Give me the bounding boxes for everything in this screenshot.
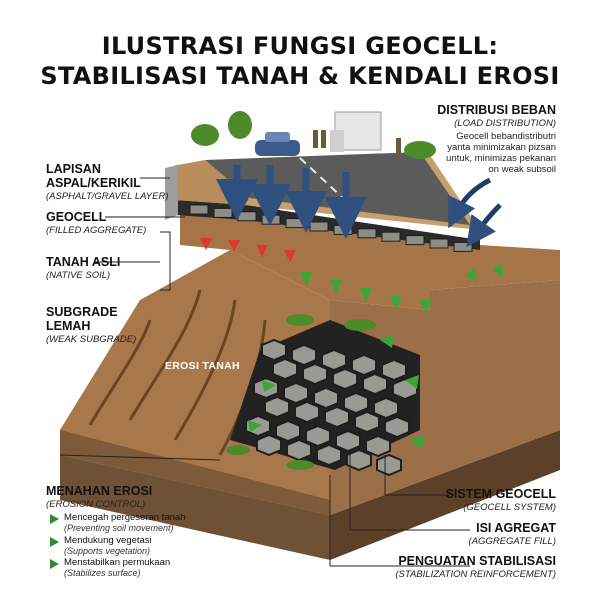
geocell-cell (365, 434, 391, 458)
aggregate-fill-label: ISI AGREGAT (476, 521, 556, 535)
geocell-block (357, 228, 377, 239)
geocell-cell (343, 391, 369, 415)
native-soil-label: TANAH ASLI (46, 255, 121, 269)
geocell-cell (302, 362, 328, 386)
stabilization-sublabel: (STABILIZATION REINFORCEMENT) (395, 569, 556, 580)
geocell-cell (332, 367, 358, 391)
geocell-cell (335, 429, 361, 453)
erosion-item-1-en: (Preventing soil movement) (64, 523, 174, 533)
stabilization-label: PENGUATAN STABILISASI (398, 554, 556, 568)
native-soil-top (180, 200, 560, 310)
title-line-2: STABILISASI TANAH & KENDALI EROSI (40, 62, 560, 90)
geocell-cell (272, 357, 298, 381)
geocell-block (429, 238, 449, 249)
reinforcement-arrows (248, 263, 503, 449)
load-desc-line1: Geocell bebandistributri (456, 131, 556, 142)
load-desc-line3: untuk, minimizas pekanan (446, 153, 556, 164)
geocell-block (381, 231, 401, 242)
asphalt-label: LAPISAN ASPAL/KERIKIL (46, 162, 141, 190)
native-soil-sublabel: (NATIVE SOIL) (46, 270, 111, 281)
load-desc-line4: on weak subsoil (488, 164, 556, 175)
geocell-cell (261, 338, 287, 362)
geocell-block (213, 207, 233, 218)
asphalt-label-line2: ASPAL/KERIKIL (46, 176, 141, 190)
side-load-arrows (448, 177, 502, 248)
geocell-cell (354, 410, 380, 434)
geocell-cell (316, 443, 342, 467)
green-arrow-icon (50, 514, 59, 524)
car (255, 132, 300, 156)
erosion-control-sublabel: (EROSION CONTROL) (46, 499, 146, 510)
erosion-item-2-text: Mendukung vegetasi (64, 535, 152, 546)
subgrade-label-line2: LEMAH (46, 319, 91, 333)
geocell-block (453, 241, 473, 252)
subgrade-label-line1: SUBGRADE (46, 305, 118, 319)
geocell-block (405, 235, 425, 246)
erosion-label: EROSI TANAH (165, 360, 240, 372)
subgrade-label: SUBGRADE LEMAH (46, 305, 118, 333)
geocell-cell (283, 381, 309, 405)
aggregate-fill-sublabel: (AGGREGATE FILL) (468, 536, 556, 547)
geocell-block (237, 211, 257, 222)
title-line-1: ILUSTRASI FUNGSI GEOCELL: (101, 32, 499, 60)
geocell-cell (381, 358, 407, 382)
erosion-item-1-text: Mencegah pergeseran tanah (64, 512, 186, 523)
geocell-block (189, 204, 209, 215)
geocell-cell (275, 419, 301, 443)
green-arrow-icon (50, 537, 59, 547)
geocell-cell (362, 372, 388, 396)
geocell-slope-grid (230, 320, 420, 477)
geocell-cell (324, 405, 350, 429)
stone-wall (165, 165, 178, 220)
asphalt-sublabel: (ASPHALT/GRAVEL LAYER) (46, 191, 169, 202)
geocell-sublabel: (FILLED AGGREGATE) (46, 225, 147, 236)
subgrade-sublabel: (WEAK SUBGRADE) (46, 334, 137, 345)
load-arrows (216, 165, 367, 239)
geocell-cell (294, 400, 320, 424)
geocell-cell (321, 348, 347, 372)
geocell-block (309, 221, 329, 232)
bottom-stratum (60, 455, 330, 560)
geocell-cell (376, 453, 402, 477)
erosion-item-3-text: Menstabilkan permukaan (64, 557, 171, 568)
geocell-cell (351, 353, 377, 377)
erosion-item-3-en: (Stabilizes surface) (64, 568, 141, 578)
geocell-label: GEOCELL (46, 210, 107, 224)
leader-lines (59, 177, 470, 567)
green-arrow-icon (50, 559, 59, 569)
vegetation (191, 111, 436, 470)
geocell-cell (256, 433, 282, 457)
geocell-cell (373, 396, 399, 420)
erosion-control-label: MENAHAN EROSI (46, 484, 153, 498)
load-distribution-label: DISTRIBUSI BEBAN (437, 103, 556, 117)
geocell-cell (305, 424, 331, 448)
load-desc-line2: yanta minimizakan pizsan (447, 142, 556, 153)
geocell-block (333, 224, 353, 235)
geocell-cell (286, 438, 312, 462)
stress-arrows (200, 238, 296, 262)
geocell-cell (313, 386, 339, 410)
load-distribution-description: Geocell bebandistributri yanta minimizak… (400, 131, 556, 175)
geocell-cell (264, 395, 290, 419)
geocell-system-sublabel: (GEOCELL SYSTEM) (463, 502, 556, 513)
erosion-item-2-en: (Supports vegetation) (64, 546, 151, 556)
geocell-block (261, 214, 281, 225)
geocell-system-label: SISTEM GEOCELL (445, 487, 556, 501)
load-distribution-sublabel: (LOAD DISTRIBUTION) (454, 118, 556, 129)
geocell-block (285, 218, 305, 229)
geocell-cell (291, 343, 317, 367)
asphalt-label-line1: LAPISAN (46, 162, 101, 176)
erosion-item-3: Menstabilkan permukaan (Stabilizes surfa… (64, 557, 170, 579)
erosion-item-2: Mendukung vegetasi (Supports vegetation) (64, 535, 152, 557)
geocell-cell (346, 448, 372, 472)
truck (330, 111, 382, 152)
lower-ledge (60, 430, 330, 515)
geocell-cell (384, 415, 410, 439)
workers (313, 130, 401, 156)
erosion-item-1: Mencegah pergeseran tanah (Preventing so… (64, 512, 185, 534)
